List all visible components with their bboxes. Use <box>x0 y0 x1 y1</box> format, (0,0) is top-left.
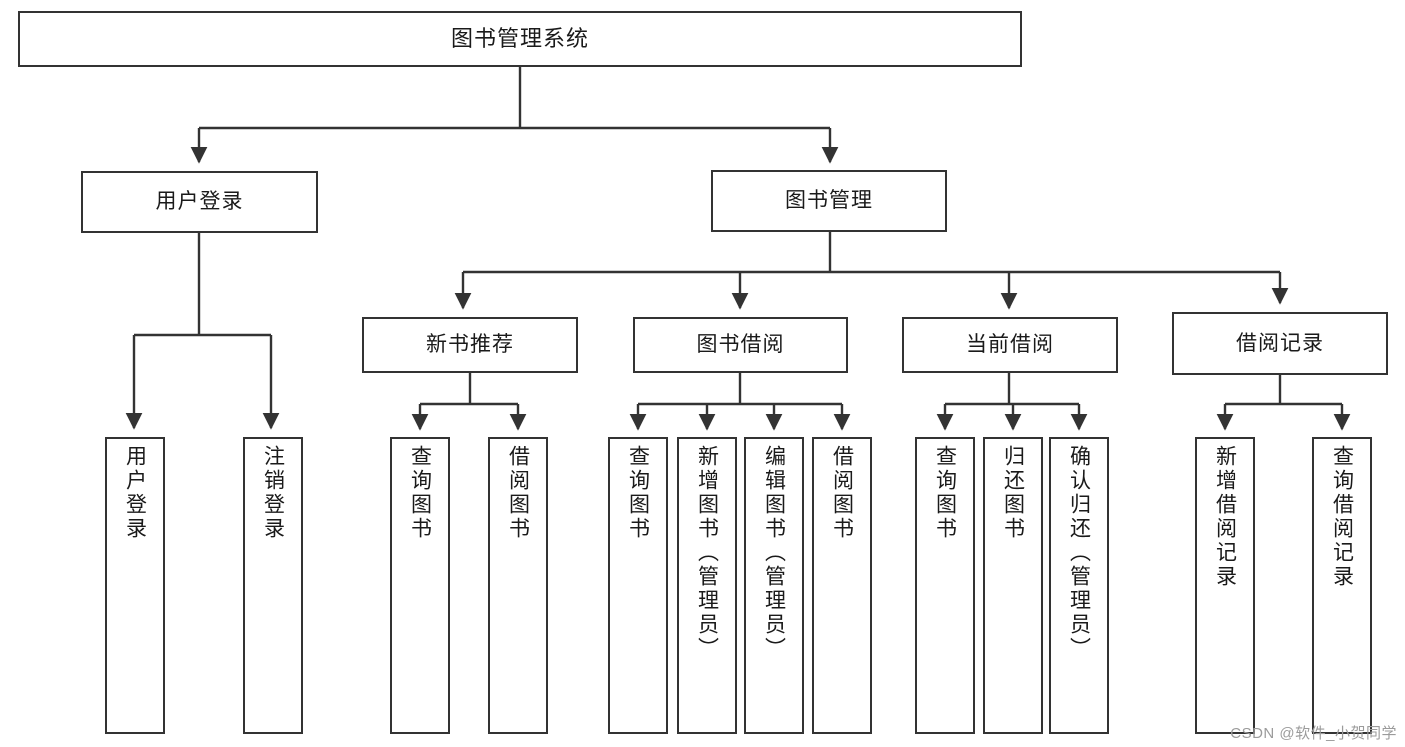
node-user-login[interactable]: 用户登录 <box>81 171 318 233</box>
leaf-logout-login[interactable]: 注销登录 <box>243 437 303 734</box>
leaf-add-book[interactable]: 新增图书（管理员） <box>677 437 737 734</box>
leaf-query-record[interactable]: 查询借阅记录 <box>1312 437 1372 734</box>
leaf-add-record[interactable]: 新增借阅记录 <box>1195 437 1255 734</box>
node-borrow-record-label: 借阅记录 <box>1236 331 1324 355</box>
leaf-query-record-label: 查询借阅记录 <box>1330 445 1354 589</box>
leaf-borrow-book-2-label: 借阅图书 <box>830 445 854 541</box>
leaf-add-record-label: 新增借阅记录 <box>1213 445 1237 589</box>
leaf-query-book-1-label: 查询图书 <box>408 445 432 541</box>
leaf-query-book-3-label: 查询图书 <box>933 445 957 541</box>
leaf-edit-book-label: 编辑图书（管理员） <box>762 445 786 661</box>
leaf-confirm-return[interactable]: 确认归还（管理员） <box>1049 437 1109 734</box>
node-book-borrow[interactable]: 图书借阅 <box>633 317 848 373</box>
leaf-borrow-book-1-label: 借阅图书 <box>506 445 530 541</box>
leaf-logout-login-label: 注销登录 <box>261 445 285 541</box>
leaf-query-book-2[interactable]: 查询图书 <box>608 437 668 734</box>
node-book-management-label: 图书管理 <box>785 189 873 213</box>
leaf-query-book-1[interactable]: 查询图书 <box>390 437 450 734</box>
node-book-management[interactable]: 图书管理 <box>711 170 947 232</box>
node-borrow-record[interactable]: 借阅记录 <box>1172 312 1388 375</box>
node-current-borrow-label: 当前借阅 <box>966 333 1054 357</box>
leaf-user-login[interactable]: 用户登录 <box>105 437 165 734</box>
node-book-borrow-label: 图书借阅 <box>696 333 785 357</box>
node-current-borrow[interactable]: 当前借阅 <box>902 317 1118 373</box>
node-user-login-label: 用户登录 <box>155 190 244 214</box>
leaf-edit-book[interactable]: 编辑图书（管理员） <box>744 437 804 734</box>
leaf-user-login-label: 用户登录 <box>123 445 147 541</box>
leaf-borrow-book-1[interactable]: 借阅图书 <box>488 437 548 734</box>
leaf-return-book-label: 归还图书 <box>1001 445 1025 541</box>
leaf-confirm-return-label: 确认归还（管理员） <box>1067 445 1091 661</box>
node-root[interactable]: 图书管理系统 <box>18 11 1022 67</box>
leaf-borrow-book-2[interactable]: 借阅图书 <box>812 437 872 734</box>
watermark: CSDN @软件_小贺同学 <box>1230 725 1397 742</box>
leaf-add-book-label: 新增图书（管理员） <box>695 445 719 661</box>
leaf-query-book-3[interactable]: 查询图书 <box>915 437 975 734</box>
node-new-book-recommend[interactable]: 新书推荐 <box>362 317 578 373</box>
leaf-query-book-2-label: 查询图书 <box>626 445 650 541</box>
node-root-label: 图书管理系统 <box>450 25 589 51</box>
leaf-return-book[interactable]: 归还图书 <box>983 437 1043 734</box>
node-new-book-recommend-label: 新书推荐 <box>426 333 514 357</box>
